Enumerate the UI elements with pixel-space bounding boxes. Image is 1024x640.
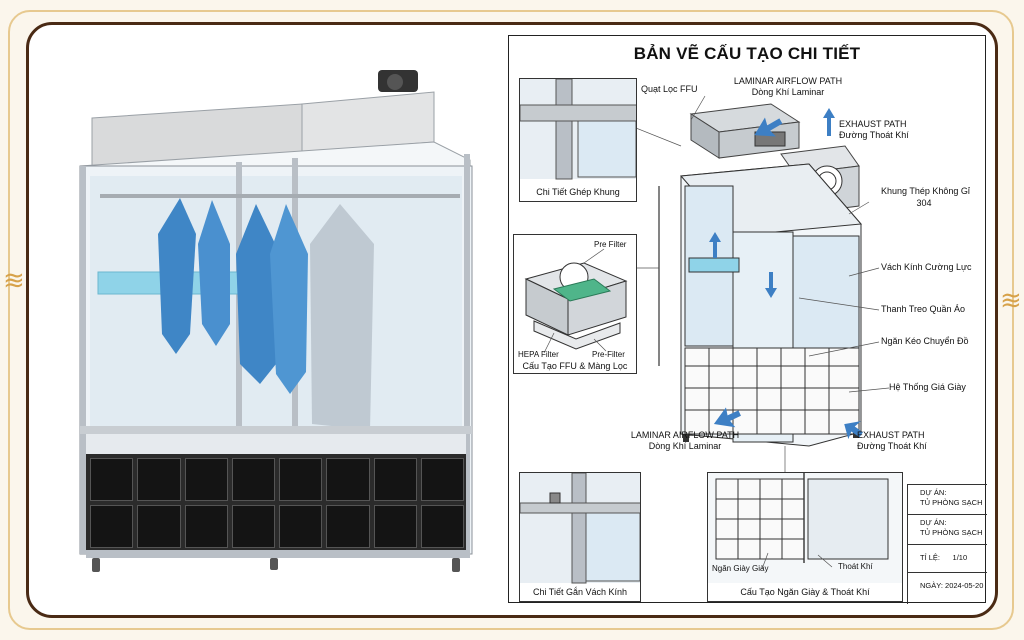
sheet-title: BẢN VẼ CẤU TẠO CHI TIẾT bbox=[633, 44, 861, 63]
label-drawer: Ngăn Kéo Chuyển Đồ bbox=[881, 336, 969, 346]
tb-date-label: NGÀY: bbox=[920, 581, 943, 590]
shoe-cell bbox=[137, 505, 181, 548]
label-frame-steel-1: Khung Thép Không Gỉ bbox=[881, 186, 970, 196]
tb-scale-value: 1/10 bbox=[952, 553, 968, 562]
label-exhaust-top-en: EXHAUST PATH bbox=[839, 119, 907, 129]
shoe-cell bbox=[231, 505, 275, 548]
detail-frame-joint: Chi Tiết Ghép Khung bbox=[519, 78, 637, 202]
shoe-cell bbox=[90, 505, 134, 548]
shoe-cell bbox=[279, 458, 323, 501]
outer-gold-frame bbox=[8, 10, 1014, 630]
shoe-cell bbox=[326, 458, 370, 501]
label-laminar-top-en: LAMINAR AIRFLOW PATH bbox=[733, 76, 843, 86]
cabinet-photo bbox=[40, 34, 490, 614]
caption-ffu-structure: Cấu Tạo FFU & Màng Lọc bbox=[522, 361, 628, 371]
shoe-cell bbox=[231, 458, 275, 501]
label-ffu-fan: Quạt Lọc FFU bbox=[641, 84, 698, 94]
title-block: DỰ ÁN: TỦ PHÒNG SẠCH DỰ ÁN: TỦ PHÒNG SẠC… bbox=[907, 484, 987, 604]
label-pre-filter: Pre-Filter bbox=[592, 350, 625, 359]
tb-project-label-2: DỰ ÁN: bbox=[920, 518, 947, 527]
isometric-cabinet-drawing bbox=[590, 95, 890, 476]
shoe-cell bbox=[373, 458, 417, 501]
label-laminar-bottom-en: LAMINAR AIRFLOW PATH bbox=[630, 430, 740, 440]
detail-shoe-exhaust: Ngăn Giày Giày Thoát Khí Cấu Tạo Ngăn Gi… bbox=[707, 472, 903, 602]
shoe-cell bbox=[420, 458, 464, 501]
label-exhaust-vent: Thoát Khí bbox=[838, 562, 873, 571]
tb-project-value-1: TỦ PHÒNG SẠCH bbox=[920, 498, 983, 507]
label-exhaust-bottom-en: EXHAUST PATH bbox=[857, 430, 925, 440]
caption-glass-mount: Chi Tiết Gắn Vách Kính bbox=[532, 587, 628, 597]
label-exhaust-bottom-vi: Đường Thoát Khí bbox=[857, 441, 927, 451]
shoe-cell bbox=[326, 505, 370, 548]
tb-project-label-1: DỰ ÁN: bbox=[920, 488, 947, 497]
label-laminar-top-vi: Dòng Khí Laminar bbox=[751, 87, 825, 97]
label-shoe-compartment: Ngăn Giày Giày bbox=[712, 564, 769, 573]
technical-drawing-sheet: BẢN VẼ CẤU TẠO CHI TIẾT bbox=[508, 35, 987, 604]
left-flame-ornament-icon: ≋ bbox=[3, 266, 25, 296]
tb-date-value: 2024-05-20 bbox=[945, 581, 984, 590]
right-flame-ornament-icon: ≋ bbox=[1000, 286, 1022, 316]
label-pre-filter-top: Pre Filter bbox=[594, 240, 627, 249]
label-hanger: Thanh Treo Quần Áo bbox=[881, 304, 966, 314]
label-frame-steel-2: 304 bbox=[916, 198, 932, 208]
label-laminar-bottom-vi: Dòng Khí Laminar bbox=[648, 441, 722, 451]
shoe-cell bbox=[137, 458, 181, 501]
label-exhaust-top-vi: Đường Thoát Khí bbox=[839, 130, 909, 140]
shoe-cell bbox=[184, 458, 228, 501]
label-hepa-filter: HEPA Filter bbox=[518, 350, 559, 359]
tb-scale-label: TỈ LỆ: bbox=[920, 553, 941, 562]
caption-shoe-exhaust: Cấu Tạo Ngăn Giày & Thoát Khí bbox=[740, 587, 870, 597]
shoe-cell bbox=[90, 458, 134, 501]
tb-project-value-2: TỦ PHÒNG SẠCH bbox=[920, 528, 983, 537]
shoe-cell bbox=[373, 505, 417, 548]
label-shoe-rack: Hệ Thống Giá Giày bbox=[889, 382, 966, 392]
caption-frame-joint: Chi Tiết Ghép Khung bbox=[536, 187, 620, 197]
detail-ffu-structure: Pre Filter HEPA Filter Pre-Filter Cấu Tạ… bbox=[513, 234, 637, 374]
shoe-cell bbox=[279, 505, 323, 548]
shoe-cell bbox=[184, 505, 228, 548]
detail-glass-mount: Chi Tiết Gắn Vách Kính bbox=[519, 472, 641, 602]
label-glass: Vách Kính Cường Lực bbox=[881, 262, 972, 272]
shoe-cell bbox=[420, 505, 464, 548]
